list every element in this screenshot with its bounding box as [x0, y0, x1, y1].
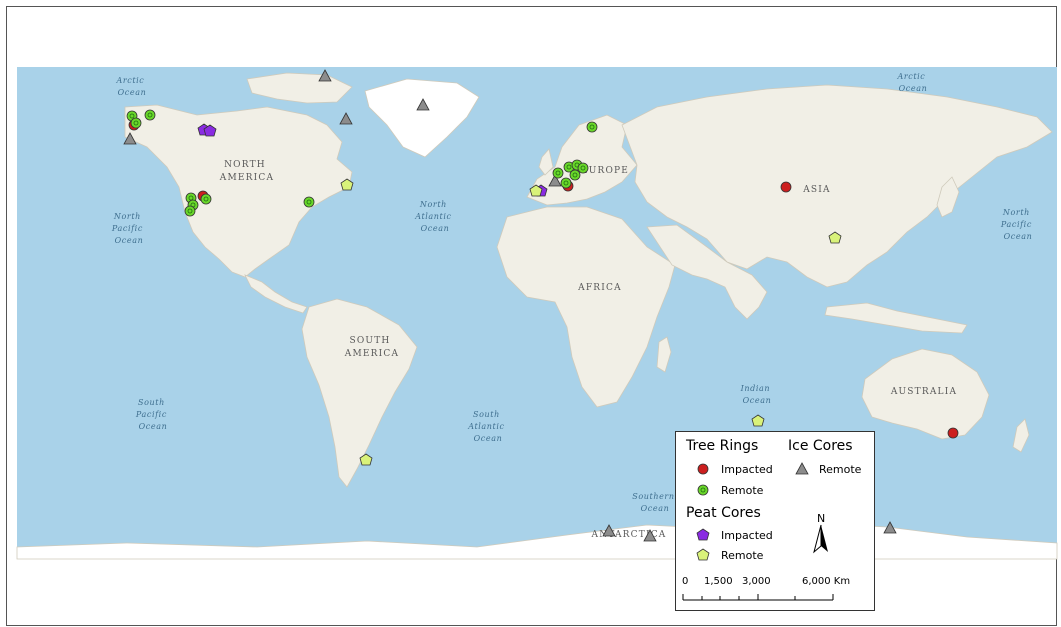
scale-tick-label: 0	[682, 576, 689, 587]
ocean-label-north-pacific-e: North Pacific Ocean	[1000, 208, 1035, 241]
map-legend: Tree Rings Impacted Remote Ice Cores Rem…	[675, 431, 875, 611]
land-asia	[621, 84, 1053, 288]
tree-ring-remote-icon	[697, 484, 709, 496]
ocean-label-indian: Indian Ocean	[740, 384, 774, 405]
ocean-label-south-pacific: South Pacific Ocean	[135, 398, 170, 431]
tree-ring-remote-marker[interactable]	[303, 196, 315, 208]
peat-core-remote-marker[interactable]	[828, 231, 842, 244]
peat-core-remote-marker[interactable]	[529, 184, 543, 197]
ocean-label-south-atlantic: South Atlantic Ocean	[467, 410, 508, 443]
tree-ring-remote-markers	[126, 109, 598, 217]
legend-title-peat-cores: Peat Cores	[686, 505, 761, 521]
peat-core-impacted-marker[interactable]	[203, 124, 217, 137]
legend-tree-remote-label: Remote	[721, 484, 764, 497]
ocean-label-north-atlantic: North Atlantic Ocean	[414, 200, 455, 233]
peat-core-impacted-icon	[696, 528, 710, 541]
ice-core-markers	[123, 69, 897, 542]
continent-label-africa: AFRICA	[577, 283, 622, 293]
continent-label-europe: EUROPE	[581, 166, 629, 176]
legend-ice-remote-label: Remote	[819, 463, 862, 476]
land-arabia-india	[646, 224, 768, 320]
ice-core-marker[interactable]	[318, 69, 332, 82]
ocean-label-north-pacific-w: North Pacific Ocean	[111, 212, 146, 245]
continent-label-north-america: NORTH AMERICA	[219, 160, 274, 183]
scale-tick-label: 1,500	[704, 576, 733, 587]
land-madagascar	[656, 336, 672, 373]
tree-ring-remote-marker[interactable]	[569, 169, 581, 181]
tree-ring-remote-marker[interactable]	[586, 121, 598, 133]
scale-tick-label: 3,000	[742, 576, 771, 587]
tree-ring-remote-marker[interactable]	[144, 109, 156, 121]
tree-ring-remote-marker[interactable]	[552, 167, 564, 179]
peat-core-remote-marker[interactable]	[340, 178, 354, 191]
land-australia	[861, 348, 990, 440]
ice-core-marker[interactable]	[416, 98, 430, 111]
ocean-label-arctic-e: Arctic Ocean	[896, 72, 928, 93]
world-map[interactable]: Arctic Ocean Arctic Ocean North Pacific …	[7, 7, 1058, 627]
tree-ring-impacted-marker[interactable]	[780, 181, 792, 193]
continent-label-asia: ASIA	[802, 185, 831, 195]
tree-ring-remote-marker[interactable]	[577, 162, 589, 174]
scale-bar: 0 1,500 3,000 6,000 Km	[682, 576, 852, 606]
tree-ring-impacted-icon	[697, 463, 709, 475]
ocean-label-southern: Southern Ocean	[632, 492, 677, 513]
continent-label-antarctica: ANTARCTICA	[591, 530, 667, 540]
north-arrow-icon	[813, 524, 828, 554]
continent-label-south-america: SOUTH AMERICA	[344, 336, 399, 359]
land-north-america	[124, 104, 353, 278]
land-africa	[496, 206, 676, 408]
ice-core-marker[interactable]	[883, 521, 897, 534]
legend-title-tree-rings: Tree Rings	[686, 438, 759, 454]
tree-ring-remote-marker[interactable]	[184, 205, 196, 217]
land-central-america	[244, 274, 308, 314]
north-arrow-label: N	[817, 512, 826, 525]
ice-core-marker[interactable]	[123, 132, 137, 145]
tree-ring-impacted-marker[interactable]	[947, 427, 959, 439]
land-new-zealand	[1012, 418, 1030, 453]
scale-bar-line	[682, 594, 834, 601]
map-frame: Arctic Ocean Arctic Ocean North Pacific …	[6, 6, 1058, 627]
ice-core-icon	[795, 462, 809, 475]
ice-core-marker[interactable]	[643, 529, 657, 542]
legend-title-ice-cores: Ice Cores	[788, 438, 853, 454]
tree-ring-remote-marker[interactable]	[200, 193, 212, 205]
continent-label-australia: AUSTRALIA	[890, 387, 957, 397]
tree-ring-remote-marker[interactable]	[560, 177, 572, 189]
ice-core-marker[interactable]	[339, 112, 353, 125]
peat-core-remote-marker[interactable]	[359, 453, 373, 466]
peat-core-remote-markers	[340, 178, 842, 466]
legend-peat-impacted-label: Impacted	[721, 529, 773, 542]
land-japan	[936, 176, 960, 218]
ocean-label-arctic-w: Arctic Ocean	[115, 76, 147, 97]
land-indonesia	[824, 302, 968, 334]
legend-tree-impacted-label: Impacted	[721, 463, 773, 476]
peat-core-remote-icon	[696, 548, 710, 561]
tree-ring-remote-marker[interactable]	[130, 117, 142, 129]
peat-core-remote-marker[interactable]	[751, 414, 765, 427]
land-uk	[538, 148, 554, 176]
ice-core-marker[interactable]	[548, 174, 562, 187]
scale-tick-label: 6,000 Km	[802, 576, 851, 587]
legend-peat-remote-label: Remote	[721, 549, 764, 562]
ice-core-marker[interactable]	[602, 524, 616, 537]
land-greenland	[364, 78, 480, 158]
